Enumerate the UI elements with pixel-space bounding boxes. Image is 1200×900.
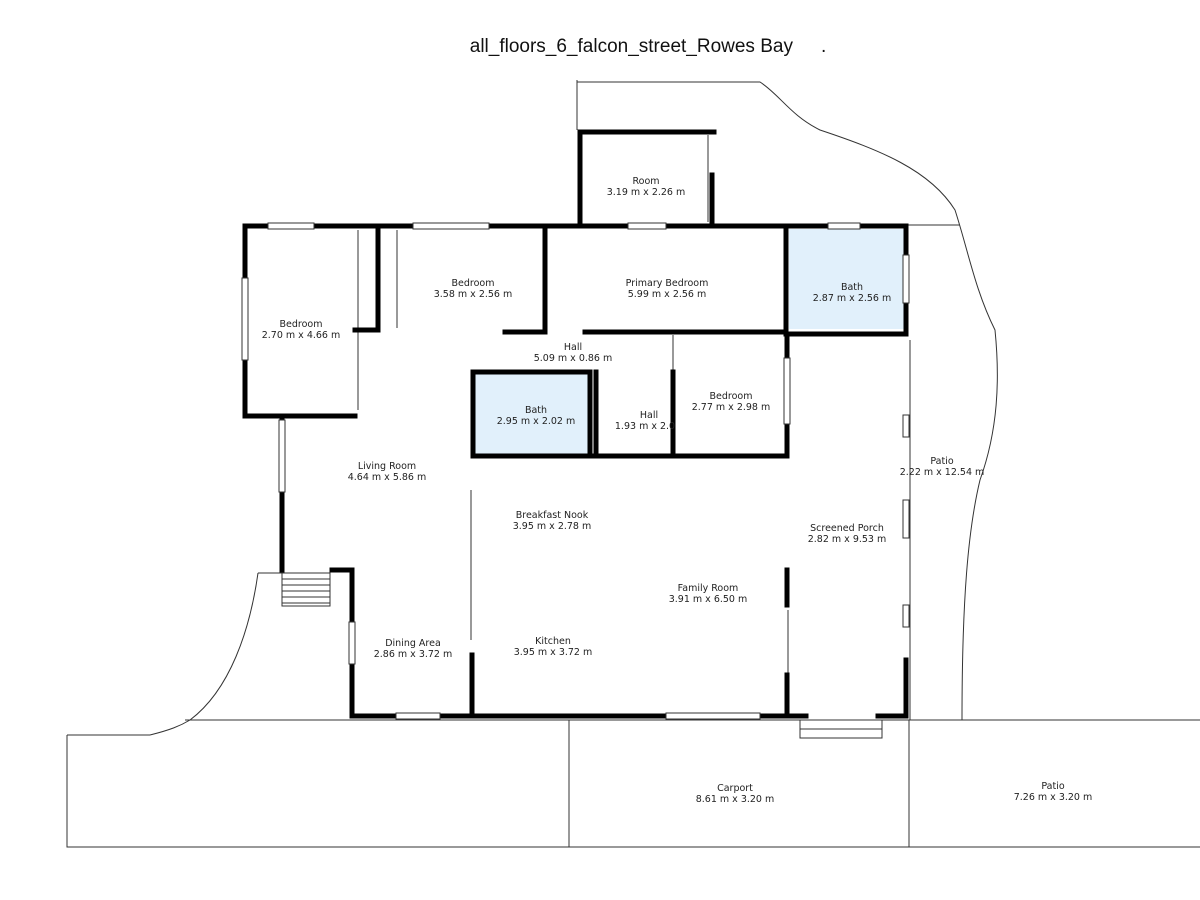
room-primary-bedroom: Primary Bedroom 5.99 m x 2.56 m (626, 278, 709, 300)
outdoor-outlines (66, 80, 1200, 848)
room-room-top: Room 3.19 m x 2.26 m (607, 176, 686, 198)
hall-main-name: Hall (564, 342, 582, 353)
family-room-name: Family Room (678, 583, 739, 594)
plan-title-text: all_floors_6_falcon_street_Rowes Bay (469, 36, 793, 57)
bedroom-right-size: 2.77 m x 2.98 m (692, 402, 771, 413)
bath-top-size: 2.87 m x 2.56 m (813, 293, 892, 304)
room-kitchen: Kitchen 3.95 m x 3.72 m (514, 636, 593, 658)
patio-bottom-size: 7.26 m x 3.20 m (1014, 792, 1093, 803)
family-room-size: 3.91 m x 6.50 m (669, 594, 748, 605)
room-patio-side: Patio 2.22 m x 12.54 m (900, 456, 985, 478)
room-screened-porch: Screened Porch 2.82 m x 9.53 m (808, 523, 887, 545)
carport-name: Carport (717, 783, 753, 794)
bedroom-left-size: 2.70 m x 4.66 m (262, 330, 341, 341)
primary-bedroom-name: Primary Bedroom (626, 278, 709, 289)
bath-top-fill (789, 229, 906, 329)
bath-mid-size: 2.95 m x 2.02 m (497, 416, 576, 427)
breakfast-nook-size: 3.95 m x 2.78 m (513, 521, 592, 532)
room-top-name: Room (632, 176, 659, 187)
porch-step (799, 719, 883, 739)
kitchen-size: 3.95 m x 3.72 m (514, 647, 593, 658)
carport-size: 8.61 m x 3.20 m (696, 794, 775, 805)
windows (241, 222, 910, 720)
dining-area-name: Dining Area (385, 638, 441, 649)
patio-side-size: 2.22 m x 12.54 m (900, 467, 985, 478)
room-bedroom-right: Bedroom 2.77 m x 2.98 m (692, 391, 771, 413)
bath-top-name: Bath (841, 282, 863, 293)
patio-bottom-name: Patio (1041, 781, 1064, 792)
room-bath-top: Bath 2.87 m x 2.56 m (813, 282, 892, 304)
breakfast-nook-name: Breakfast Nook (516, 510, 589, 521)
room-dining-area: Dining Area 2.86 m x 3.72 m (374, 638, 453, 660)
room-bedroom-mid: Bedroom 3.58 m x 2.56 m (434, 278, 513, 300)
primary-bedroom-size: 5.99 m x 2.56 m (628, 289, 707, 300)
hall-small-name: Hall (640, 410, 658, 421)
room-carport: Carport 8.61 m x 3.20 m (696, 783, 775, 805)
hall-small-size: 1.93 m x 2.0 (615, 421, 675, 432)
bedroom-right-name: Bedroom (710, 391, 753, 402)
interior-thin-lines (357, 135, 789, 675)
living-room-name: Living Room (358, 461, 416, 472)
room-living-room: Living Room 4.64 m x 5.86 m (348, 461, 427, 483)
dining-area-size: 2.86 m x 3.72 m (374, 649, 453, 660)
room-hall-small: Hall 1.93 m x 2.0 (615, 410, 675, 432)
hall-main-size: 5.09 m x 0.86 m (534, 353, 613, 364)
room-bath-mid: Bath 2.95 m x 2.02 m (497, 405, 576, 427)
screened-porch-size: 2.82 m x 9.53 m (808, 534, 887, 545)
living-room-size: 4.64 m x 5.86 m (348, 472, 427, 483)
room-family-room: Family Room 3.91 m x 6.50 m (669, 583, 748, 605)
room-hall-main: Hall 5.09 m x 0.86 m (534, 342, 613, 364)
stairs (281, 572, 331, 607)
kitchen-name: Kitchen (535, 636, 571, 647)
bath-mid-name: Bath (525, 405, 547, 416)
room-breakfast-nook: Breakfast Nook 3.95 m x 2.78 m (513, 510, 592, 532)
bedroom-left-name: Bedroom (280, 319, 323, 330)
bath-mid-fill (472, 373, 592, 456)
bedroom-mid-size: 3.58 m x 2.56 m (434, 289, 513, 300)
room-patio-bottom: Patio 7.26 m x 3.20 m (1014, 781, 1093, 803)
patio-side-name: Patio (930, 456, 953, 467)
plan-title: all_floors_6_falcon_street_Rowes Bay. (0, 36, 1200, 58)
title-mark: . (820, 36, 827, 57)
screened-porch-name: Screened Porch (810, 523, 884, 534)
room-top-size: 3.19 m x 2.26 m (607, 187, 686, 198)
room-bedroom-left: Bedroom 2.70 m x 4.66 m (262, 319, 341, 341)
bedroom-mid-name: Bedroom (452, 278, 495, 289)
